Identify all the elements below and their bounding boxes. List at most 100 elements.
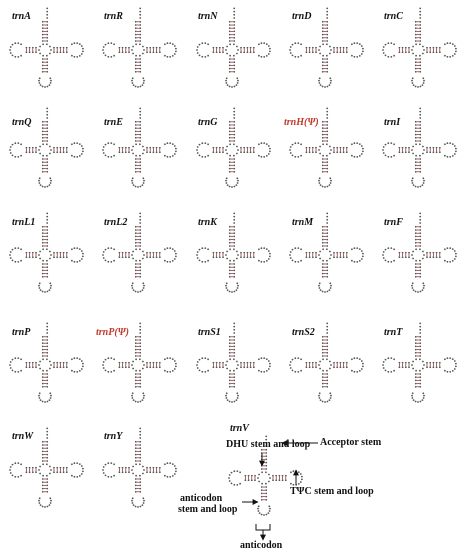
- nucleotide-dot: [42, 474, 44, 477]
- nucleotide-dot: [38, 282, 41, 285]
- nucleotide-dot: [38, 502, 41, 504]
- nucleotide-dot: [222, 151, 224, 154]
- nucleotide-dot: [419, 225, 422, 228]
- nucleotide-dot: [135, 369, 138, 372]
- nucleotide-dot: [330, 149, 332, 151]
- nucleotide-dot: [102, 469, 104, 471]
- nucleotide-dot: [228, 130, 231, 133]
- nucleotide-dot: [390, 357, 393, 359]
- nucleotide-dot: [229, 143, 232, 146]
- nucleotide-dot: [226, 184, 229, 187]
- nucleotide-dot: [235, 84, 238, 86]
- nucleotide-dot: [20, 248, 22, 251]
- nucleotide-dot: [35, 361, 37, 364]
- nucleotide-dot: [76, 261, 79, 263]
- nucleotide-dot: [228, 269, 231, 272]
- trna-label-highlighted: trnH(Ψ): [284, 117, 319, 128]
- nucleotide-dot: [228, 30, 231, 33]
- nucleotide-dot: [311, 366, 314, 369]
- nucleotide-dot: [290, 482, 292, 485]
- nucleotide-dot: [132, 472, 135, 475]
- nucleotide-dot: [263, 357, 266, 359]
- nucleotide-dot: [132, 145, 135, 148]
- nucleotide-dot: [315, 256, 317, 259]
- nucleotide-dot: [134, 275, 137, 278]
- nucleotide-dot: [65, 51, 68, 54]
- nucleotide-dot: [284, 474, 287, 477]
- nucleotide-dot: [326, 218, 329, 221]
- nucleotide-dot: [449, 261, 452, 263]
- nucleotide-dot: [414, 290, 417, 293]
- nucleotide-dot: [25, 471, 28, 474]
- nucleotide-dot: [228, 40, 231, 42]
- nucleotide-dot: [414, 124, 417, 126]
- nucleotide-dot: [31, 146, 34, 149]
- nucleotide-dot: [50, 179, 52, 182]
- nucleotide-dot: [139, 40, 142, 42]
- nucleotide-dot: [46, 17, 49, 19]
- nucleotide-dot: [300, 358, 302, 361]
- nucleotide-dot: [326, 269, 329, 272]
- nucleotide-dot: [222, 146, 224, 149]
- nucleotide-dot: [198, 248, 201, 251]
- trna-label: trnY: [104, 431, 123, 442]
- nucleotide-dot: [118, 51, 121, 54]
- nucleotide-dot: [46, 272, 49, 275]
- nucleotide-dot: [53, 251, 55, 254]
- nucleotide-dot: [204, 357, 207, 359]
- nucleotide-dot: [265, 452, 268, 454]
- nucleotide-dot: [351, 369, 353, 372]
- nucleotide-dot: [417, 401, 419, 403]
- nucleotide-dot: [46, 54, 48, 57]
- nucleotide-dot: [358, 370, 361, 372]
- nucleotide-dot: [393, 259, 395, 262]
- nucleotide-dot: [294, 142, 297, 145]
- nucleotide-dot: [419, 7, 422, 10]
- nucleotide-dot: [76, 462, 79, 464]
- nucleotide-dot: [419, 376, 422, 379]
- nucleotide-dot: [231, 86, 233, 88]
- nucleotide-dot: [318, 82, 321, 84]
- nucleotide-dot: [198, 143, 201, 146]
- nucleotide-dot: [393, 143, 395, 146]
- nucleotide-dot: [384, 43, 387, 46]
- nucleotide-dot: [356, 142, 359, 145]
- nucleotide-dot: [212, 146, 215, 149]
- nucleotide-dot: [134, 487, 137, 490]
- nucleotide-dot: [41, 373, 44, 375]
- nucleotide-dot: [20, 143, 22, 146]
- nucleotide-dot: [419, 40, 422, 42]
- nucleotide-dot: [41, 460, 44, 462]
- nucleotide-dot: [166, 260, 169, 263]
- nucleotide-dot: [233, 248, 235, 251]
- nucleotide-dot: [319, 367, 321, 370]
- nucleotide-dot: [158, 471, 161, 474]
- nucleotide-dot: [228, 238, 231, 241]
- nucleotide-dot: [429, 251, 432, 254]
- nucleotide-dot: [218, 46, 221, 49]
- nucleotide-dot: [118, 251, 121, 254]
- nucleotide-dot: [121, 151, 124, 154]
- nucleotide-dot: [142, 257, 144, 260]
- nucleotide-dot: [233, 269, 236, 272]
- nucleotide-dot: [326, 70, 329, 73]
- nucleotide-dot: [82, 365, 84, 368]
- nucleotide-dot: [260, 142, 263, 145]
- nucleotide-dot: [225, 179, 227, 182]
- nucleotide-dot: [387, 42, 390, 45]
- nucleotide-dot: [404, 151, 407, 154]
- nucleotide-dot: [39, 52, 41, 55]
- nucleotide-dot: [135, 143, 138, 146]
- nucleotide-dot: [233, 369, 235, 372]
- nucleotide-dot: [139, 85, 142, 88]
- nucleotide-dot: [134, 266, 137, 269]
- nucleotide-dot: [356, 247, 359, 250]
- nucleotide-dot: [239, 482, 242, 485]
- nucleotide-dot: [226, 367, 229, 370]
- nucleotide-dot: [269, 47, 271, 50]
- nucleotide-dot: [250, 479, 253, 482]
- nucleotide-dot: [139, 269, 142, 272]
- nucleotide-dot: [432, 366, 435, 369]
- nucleotide-dot: [142, 502, 145, 504]
- nucleotide-dot: [207, 143, 210, 146]
